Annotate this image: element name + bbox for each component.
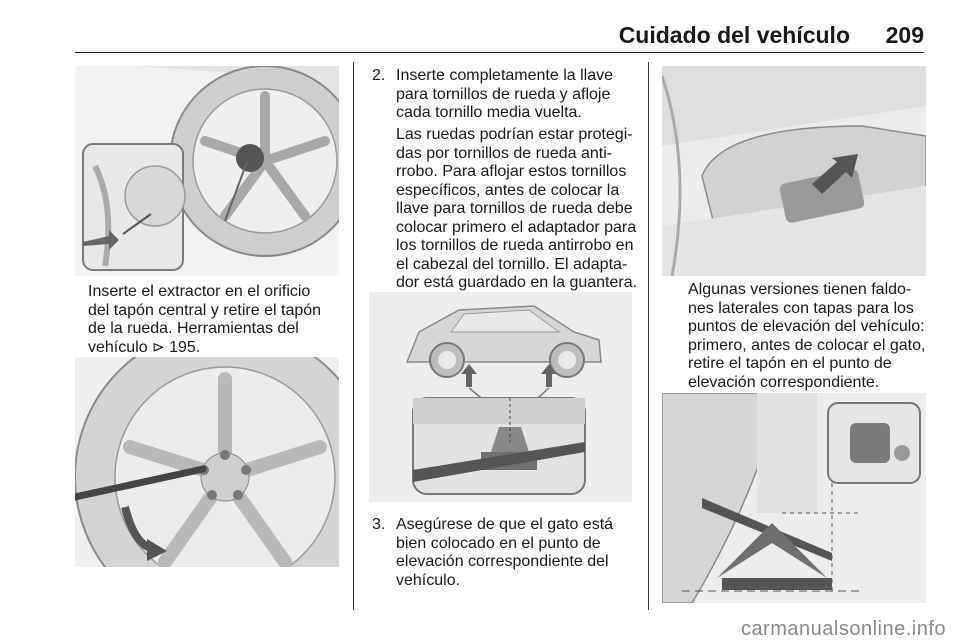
note-line: rrobo. Para aflojar estos tornillos: [396, 163, 627, 180]
caption-line-text: vehículo: [88, 338, 148, 356]
caption-cap-removal: Inserte el extractor en el orificio del …: [88, 283, 350, 357]
figure-scissor-jack: [662, 393, 926, 603]
anti-theft-note: Las ruedas podrían estar protegi- das po…: [396, 126, 640, 293]
step-number: 3.: [372, 516, 386, 533]
caption-line: de la rueda. Herramientas del: [88, 320, 299, 337]
figure-wheel-cap-removal: [75, 66, 339, 276]
note-line: específicos, antes de colocar la: [396, 181, 620, 199]
step-line: cada tornillo media vuelta.: [396, 104, 582, 121]
watermark: carmanualsonline.info: [740, 618, 946, 640]
step-line: Asegúrese de que el gato está: [396, 516, 614, 533]
step-line: Inserte completamente la llave: [396, 67, 613, 84]
note-line: llave para tornillos de rueda debe: [396, 200, 633, 217]
step-line: para tornillos de rueda y afloje: [396, 85, 611, 103]
step-line: elevación correspondiente del: [396, 553, 609, 570]
note-line: el cabezal del tornillo. El adapta-: [396, 255, 628, 273]
section-title: Cuidado del vehículo: [618, 22, 850, 48]
paragraph-line: nes laterales con tapas para los: [688, 299, 914, 317]
page-reference-arrow-icon: ⊳: [152, 338, 165, 356]
figure-wheel-bolts-loosening: [75, 357, 339, 567]
paragraph-line: elevación correspondiente.: [688, 373, 880, 391]
note-line: dor está guardado en la guantera.: [396, 274, 638, 291]
column-divider-right: [648, 62, 649, 610]
step-2: 2. Inserte completamente la llave para t…: [372, 67, 634, 123]
note-line: colocar primero el adaptador para: [396, 218, 637, 236]
column-divider-left: [353, 62, 354, 610]
note-line: das por tornillos de rueda anti-: [396, 144, 613, 162]
figure-car-jack-points: [369, 292, 632, 502]
step-line: vehículo.: [396, 571, 461, 589]
paragraph-line: puntos de elevación del vehículo:: [688, 318, 925, 335]
figure-side-skirt-cap: [662, 66, 926, 276]
caption-line: del tapón central y retire el tapón: [88, 301, 322, 319]
header-rule: [75, 52, 924, 53]
note-line: los tornillos de rueda antirrobo en: [396, 237, 634, 254]
caption-line: Inserte el extractor en el orificio: [88, 283, 311, 300]
note-line: Las ruedas podrían estar protegi-: [396, 126, 633, 143]
step-3: 3. Asegúrese de que el gato está bien co…: [372, 516, 634, 590]
caption-line: vehículo ⊳ 195.: [88, 339, 350, 358]
paragraph-line: retire el tapón en el punto de: [688, 355, 892, 372]
step-number: 2.: [372, 67, 386, 84]
paragraph-line: Algunas versiones tienen faldo-: [688, 281, 912, 298]
side-skirt-paragraph: Algunas versiones tienen faldo- nes late…: [688, 281, 950, 392]
step-line: bien colocado en el punto de: [396, 534, 601, 552]
paragraph-line: primero, antes de colocar el gato,: [688, 336, 926, 354]
page-reference[interactable]: 195.: [169, 338, 201, 356]
page-number: 209: [885, 22, 924, 48]
